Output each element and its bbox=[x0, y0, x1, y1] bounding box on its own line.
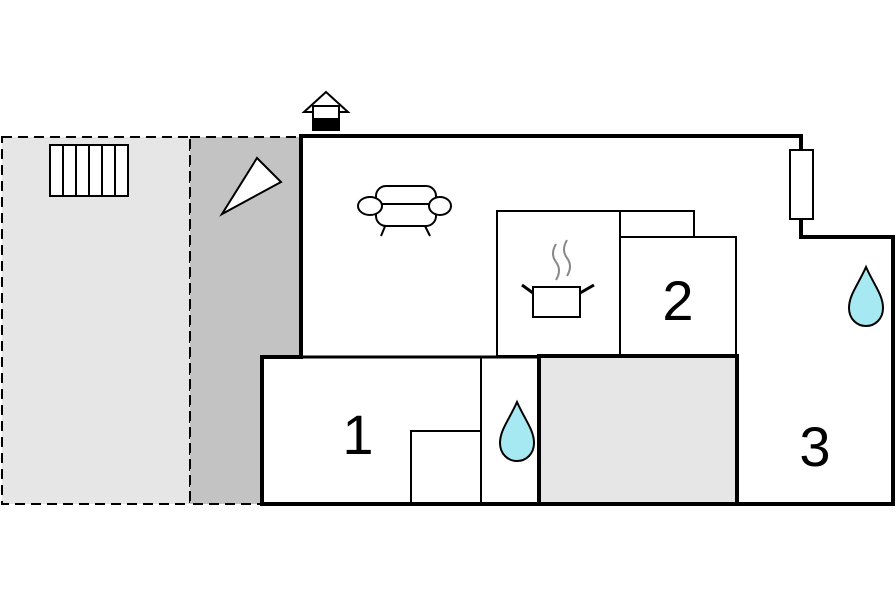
parasol-icon bbox=[219, 156, 283, 217]
entrance-icon bbox=[301, 90, 351, 131]
sofa-icon bbox=[357, 185, 452, 237]
room-label-2: 2 bbox=[662, 269, 693, 332]
outdoor-area bbox=[1, 136, 191, 505]
room-label-3: 3 bbox=[799, 415, 830, 478]
window-icon bbox=[789, 149, 814, 220]
water-drop-icon bbox=[498, 399, 536, 463]
radiator-icon bbox=[49, 144, 129, 197]
room-label-1: 1 bbox=[342, 403, 373, 466]
interior-walls bbox=[262, 210, 737, 505]
cooking-pot-icon bbox=[521, 239, 595, 318]
water-drop-icon bbox=[847, 264, 885, 328]
